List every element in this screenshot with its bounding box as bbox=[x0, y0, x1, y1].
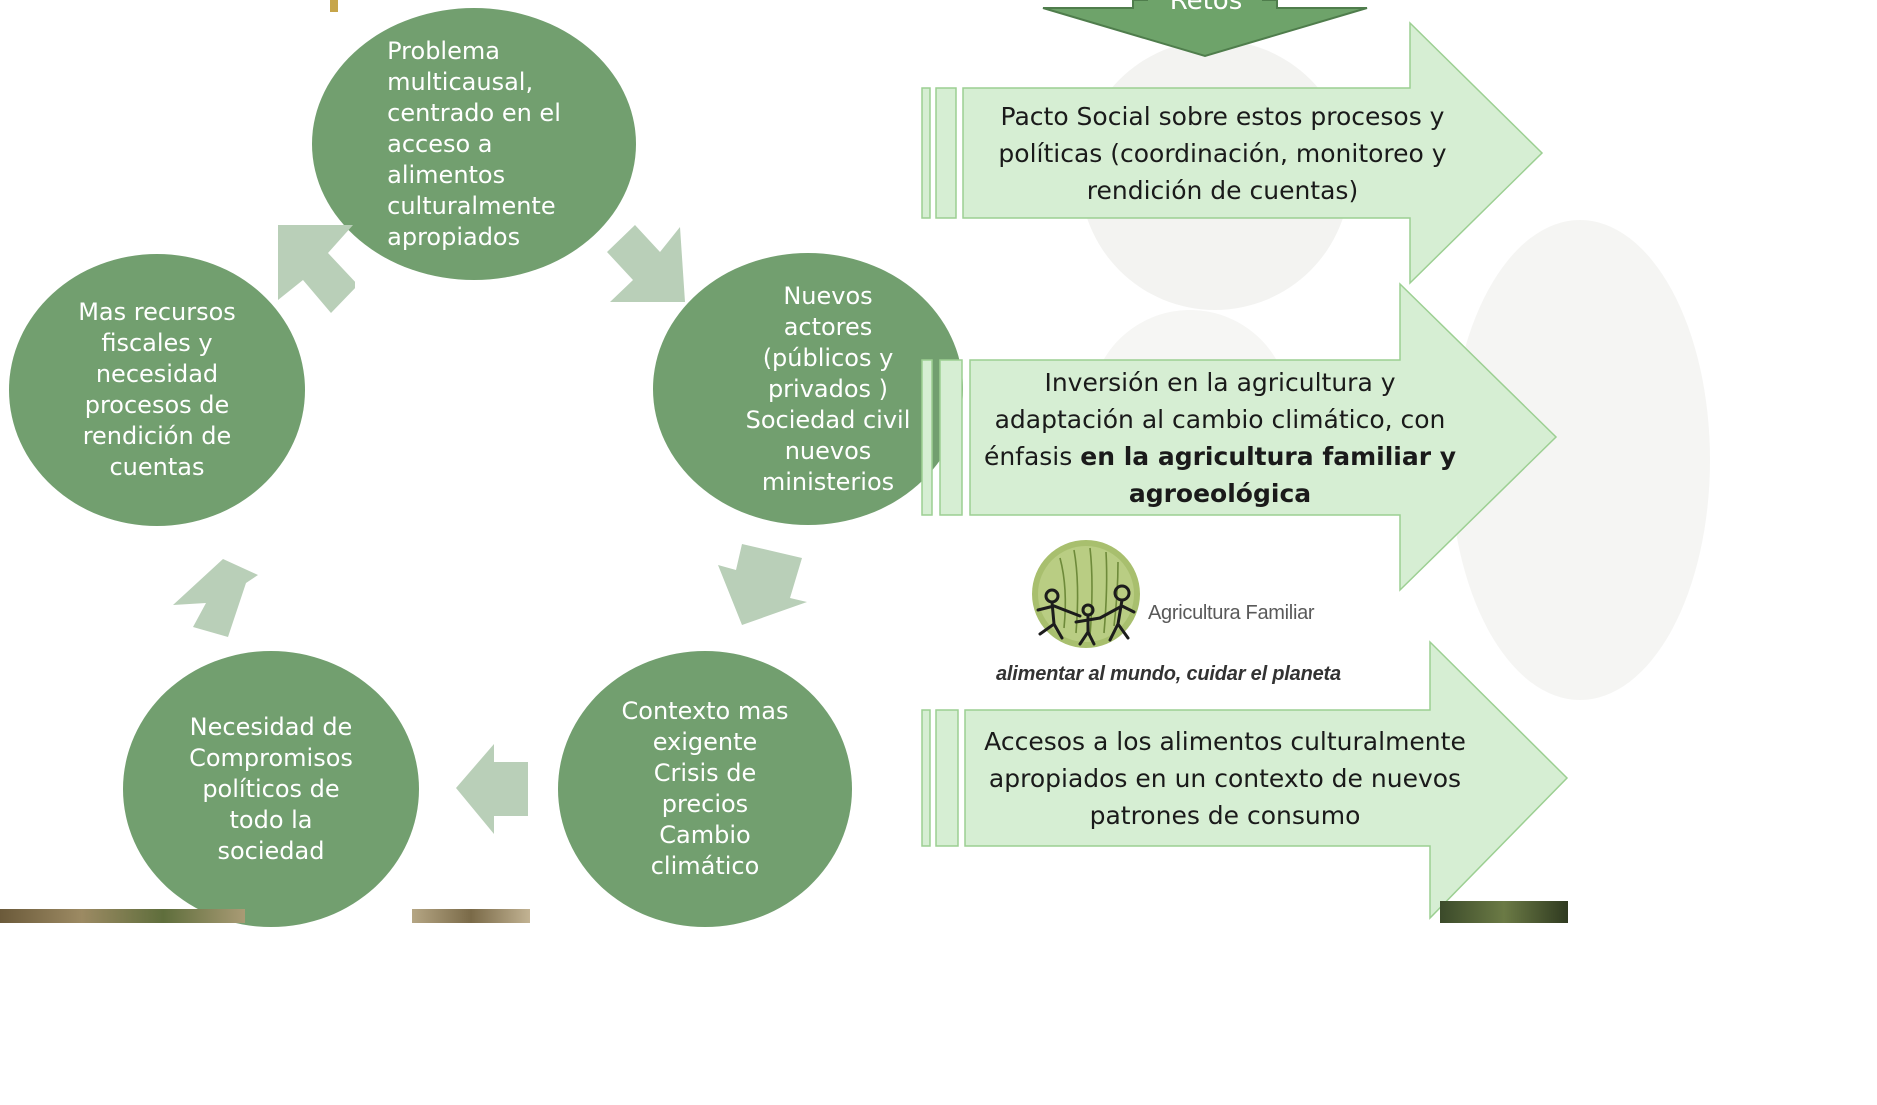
flow-arrow-right-to-bottom bbox=[718, 544, 807, 625]
family-wheat-icon bbox=[1032, 540, 1140, 648]
flow-arrow-top-to-right bbox=[607, 225, 685, 302]
cycle-node-label: Necesidad de Compromisos políticos de to… bbox=[189, 712, 353, 865]
challenge-callout-pacto: Pacto Social sobre estos procesos y polí… bbox=[920, 20, 1570, 285]
cycle-node-label: Contexto mas exigente Crisis de precios … bbox=[621, 697, 789, 880]
flow-arrow-left-up bbox=[173, 559, 258, 637]
challenge-text: Pacto Social sobre estos procesos y polí… bbox=[998, 101, 1447, 205]
cycle-node-problema: Problema multicausal, centrado en el acc… bbox=[312, 8, 636, 280]
retos-arrow bbox=[1042, 0, 1368, 58]
logo-name: Agricultura Familiar bbox=[1148, 602, 1315, 624]
logo-tagline: alimentar al mundo, cuidar el planeta bbox=[996, 663, 1341, 685]
cycle-node-contexto: Contexto mas exigente Crisis de precios … bbox=[558, 651, 852, 927]
cycle-node-label: Nuevos actores (públicos y privados ) So… bbox=[745, 281, 911, 496]
header-accent-bar bbox=[330, 0, 338, 12]
cycle-node-label: Problema multicausal, centrado en el acc… bbox=[387, 36, 561, 251]
flow-arrow-left-to-top bbox=[278, 225, 355, 313]
challenge-text: Accesos a los alimentos culturalmente ap… bbox=[984, 726, 1466, 830]
flow-arrow-bottom-to-left bbox=[456, 744, 528, 834]
cycle-node-label: Mas recursos fiscales y necesidad proces… bbox=[78, 298, 236, 481]
challenge-text-plain: Inversión en la agricultura y adaptación… bbox=[983, 367, 1446, 471]
challenge-callout-accesos: Accesos a los alimentos culturalmente ap… bbox=[920, 640, 1570, 923]
cycle-node-nuevos-actores: Nuevos actores (públicos y privados ) So… bbox=[653, 253, 963, 525]
challenge-text: Inversión en la agricultura y adaptación… bbox=[984, 364, 1456, 512]
ground-strip bbox=[1440, 901, 1568, 923]
ground-strip bbox=[0, 909, 245, 923]
challenge-text-emphasis: en la agricultura familiar y agroeológic… bbox=[1080, 441, 1457, 508]
cycle-node-compromisos: Necesidad de Compromisos políticos de to… bbox=[123, 651, 419, 927]
ground-strip bbox=[412, 909, 530, 923]
challenge-callout-inversion: Inversión en la agricultura y adaptación… bbox=[920, 282, 1570, 592]
cycle-node-recursos: Mas recursos fiscales y necesidad proces… bbox=[9, 254, 305, 526]
retos-label: Retos bbox=[1169, 0, 1243, 16]
